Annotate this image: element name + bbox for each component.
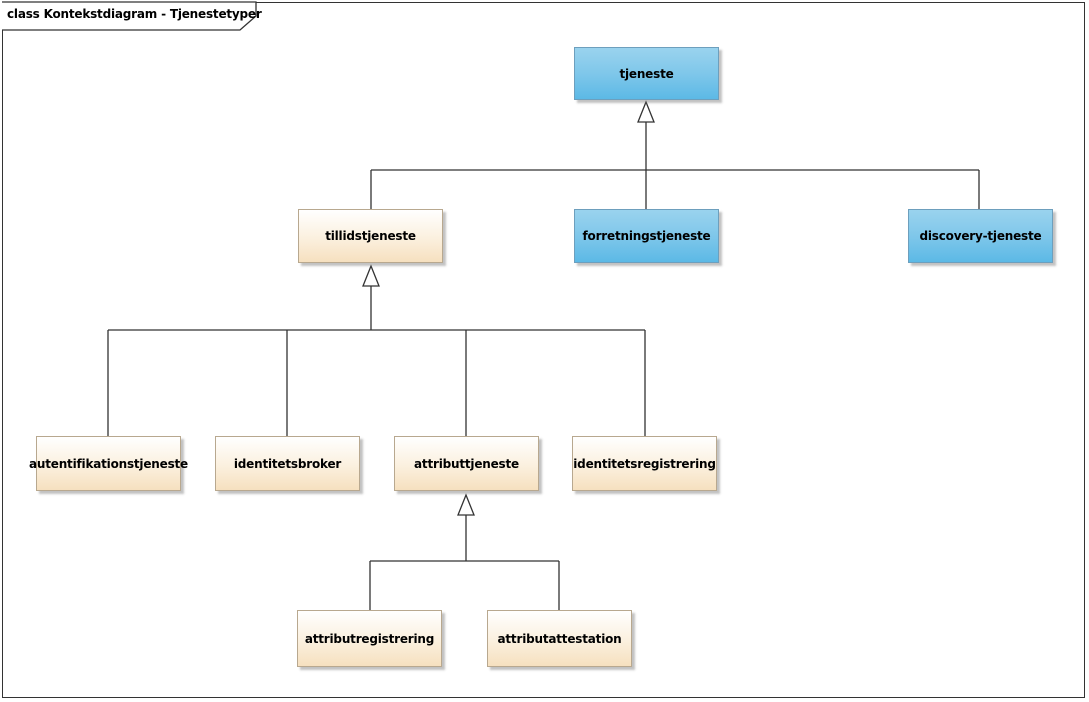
class-label: tjeneste: [619, 66, 674, 81]
class-label: identitetsregistrering: [573, 456, 716, 471]
class-autentifikationstjeneste[interactable]: autentifikationstjeneste: [29, 436, 188, 491]
class-tillidstjeneste[interactable]: tillidstjeneste: [298, 209, 443, 263]
class-label: identitetsbroker: [233, 456, 342, 471]
class-attributregistrering[interactable]: attributregistrering: [297, 610, 442, 667]
class-label: attributattestation: [497, 631, 622, 646]
class-discovery-tjeneste[interactable]: discovery-tjeneste: [908, 209, 1053, 263]
class-identitetsregistrering[interactable]: identitetsregistrering: [572, 436, 717, 491]
class-label: attributtjeneste: [414, 456, 519, 471]
class-label: discovery-tjeneste: [919, 229, 1042, 243]
class-label: forretningstjeneste: [582, 229, 711, 243]
class-attributtjeneste[interactable]: attributtjeneste: [394, 436, 539, 491]
class-forretningstjeneste[interactable]: forretningstjeneste: [574, 209, 719, 263]
diagram-title: class Kontekstdiagram - Tjenestetyper: [7, 7, 262, 21]
class-tjeneste[interactable]: tjeneste: [574, 47, 719, 100]
class-attributattestation[interactable]: attributattestation: [487, 610, 632, 667]
class-label: tillidstjeneste: [325, 229, 416, 243]
class-label: autentifikationstjeneste: [29, 456, 188, 471]
class-identitetsbroker[interactable]: identitetsbroker: [215, 436, 360, 491]
class-label: attributregistrering: [304, 631, 435, 646]
